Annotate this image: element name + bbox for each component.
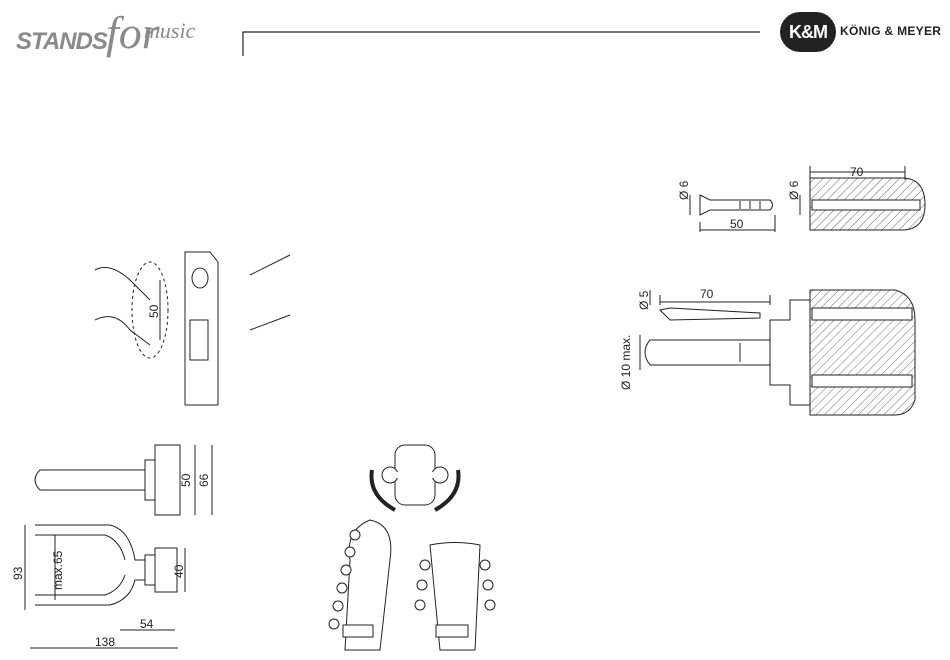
top-dim-138: 138 <box>95 635 115 649</box>
template-spacing-label: 50 <box>147 304 161 318</box>
side-dim-66: 66 <box>197 473 211 487</box>
headstock-strat <box>329 520 391 650</box>
top-dim-max65: max.65 <box>51 550 65 590</box>
header-rule <box>243 32 760 56</box>
top-dim-93: 93 <box>11 566 25 580</box>
top-dim-40: 40 <box>172 564 186 578</box>
plug-length-label: 70 <box>850 165 864 179</box>
headstock-lespaul <box>415 543 495 651</box>
screw-length-label: 50 <box>730 217 744 231</box>
mount-screw-diam-label: Ø 5 <box>637 290 651 310</box>
wall-mount-section <box>640 290 915 415</box>
mount-screw-length-label: 70 <box>700 287 714 301</box>
screw-diam-label: Ø 6 <box>677 180 691 200</box>
holder-top-view <box>25 525 185 648</box>
drill-template <box>95 252 290 405</box>
side-dim-50: 50 <box>179 473 193 487</box>
top-dim-54: 54 <box>140 617 154 631</box>
mount-plug-diam-label: Ø 10 max. <box>619 335 633 390</box>
plug-diam-label: Ø 6 <box>787 180 801 200</box>
rotation-diagram <box>371 445 458 510</box>
